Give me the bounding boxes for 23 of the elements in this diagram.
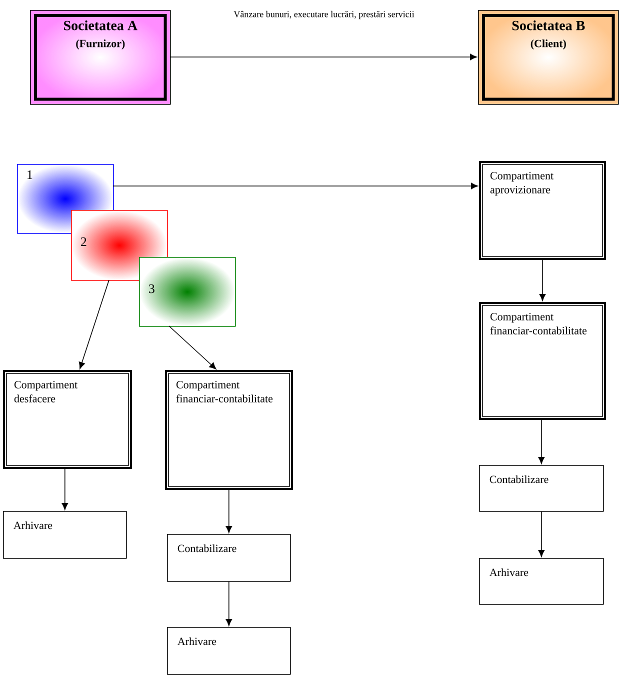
edge-label: Vânzare bunuri, executare lucrări, prestări servicii [232,10,416,20]
department-box: Compartiment desfacere [3,370,132,469]
process-box: Arhivare [479,558,604,605]
arrow [62,468,68,510]
arrow [170,54,477,60]
process-box: Contabilizare [167,534,291,582]
department-box: Compartiment financiar-contabilitate [165,370,293,490]
company-box: Societatea A (Furnizor) [30,10,171,105]
document-box: 3 [139,257,236,327]
arrow [538,420,545,464]
arrow [226,490,232,533]
arrow [539,260,546,301]
arrow [168,326,216,370]
process-box: Arhivare [3,511,127,559]
department-box: Compartiment aprovizionare [479,161,606,260]
arrow [226,581,232,626]
arrow [112,182,478,190]
arrow [78,280,110,370]
arrow [538,511,545,557]
department-box: Compartiment financiar-contabilitate [479,302,606,420]
process-box: Arhivare [167,627,291,675]
company-box: Societatea B (Client) [478,10,619,105]
process-box: Contabilizare [479,465,604,512]
